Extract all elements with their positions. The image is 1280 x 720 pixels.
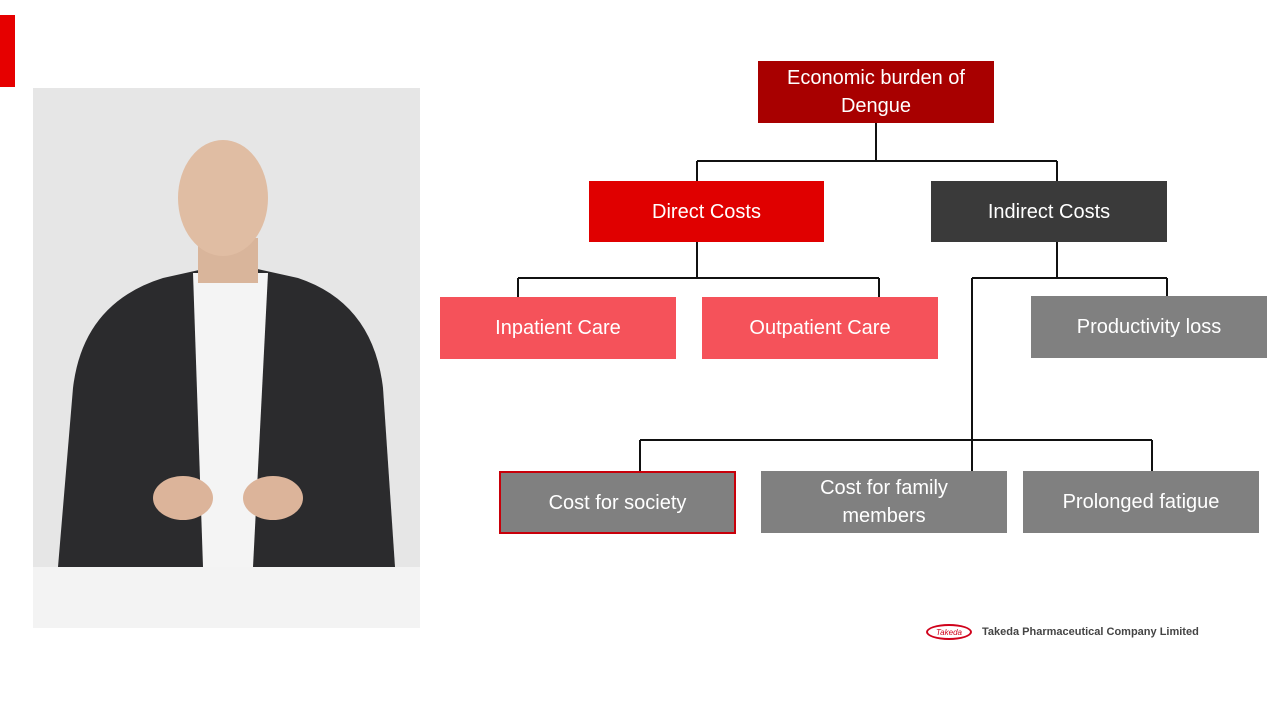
node-indirect-costs: Indirect Costs	[931, 181, 1167, 242]
node-economic-burden: Economic burden of Dengue	[758, 61, 994, 123]
node-inpatient-care: Inpatient Care	[440, 297, 676, 359]
accent-bar	[0, 15, 15, 87]
desk	[33, 567, 420, 628]
node-cost-for-family: Cost for family members	[761, 471, 1007, 533]
takeda-logo: Takeda	[926, 624, 972, 640]
company-name: Takeda Pharmaceutical Company Limited	[982, 626, 1199, 638]
presenter-figure	[58, 140, 395, 567]
node-direct-costs: Direct Costs	[589, 181, 824, 242]
node-cost-for-society: Cost for society	[499, 471, 736, 534]
logo-text: Takeda	[936, 627, 962, 637]
node-prolonged-fatigue: Prolonged fatigue	[1023, 471, 1259, 533]
presenter-video[interactable]	[33, 88, 420, 628]
node-productivity-loss: Productivity loss	[1031, 296, 1267, 358]
node-outpatient-care: Outpatient Care	[702, 297, 938, 359]
footer: Takeda Takeda Pharmaceutical Company Lim…	[926, 624, 1199, 640]
